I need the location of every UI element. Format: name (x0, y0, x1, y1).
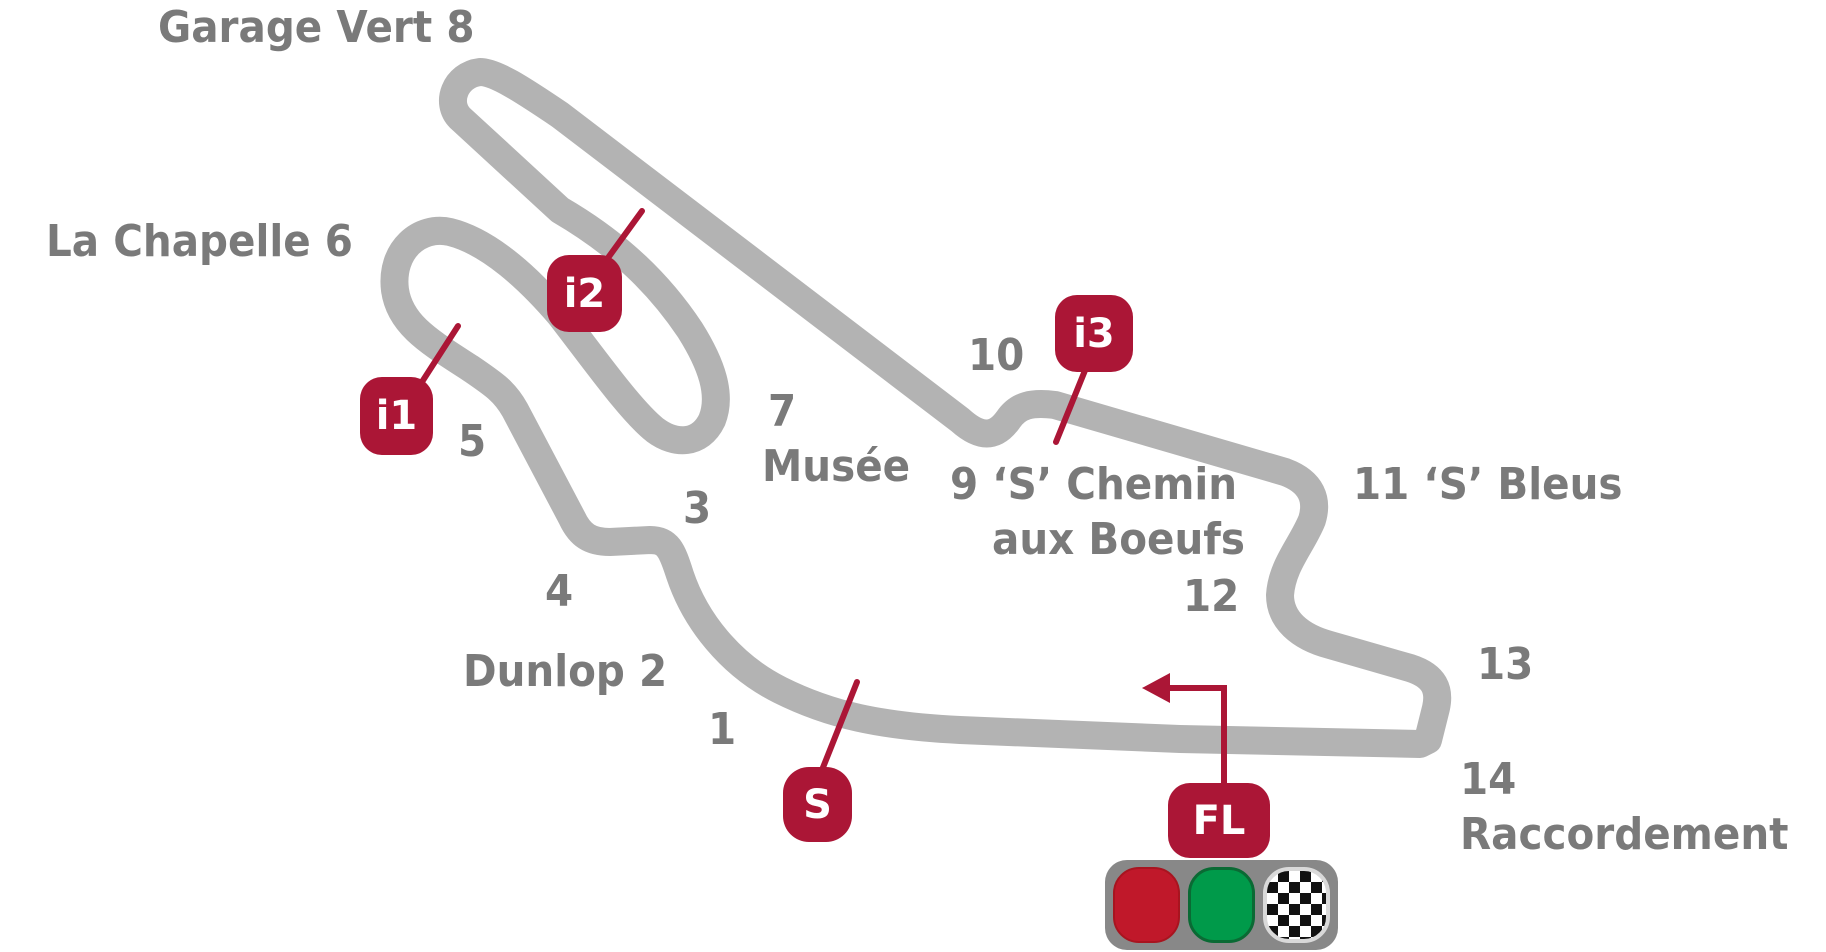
corner-7-label: 7 (768, 386, 797, 437)
corner-11-label: 11 ‘S’ Bleus (1353, 459, 1623, 510)
i1-pointer (417, 323, 461, 388)
corner-6-label: La Chapelle 6 (46, 216, 353, 267)
intermediate-3-marker: i3 (1055, 295, 1133, 372)
finish-line-marker: FL (1168, 783, 1270, 858)
corner-5-label: 5 (458, 416, 487, 467)
corner-10-label: 10 (968, 330, 1025, 381)
corner-9-name-line2: aux Boeufs (992, 514, 1245, 565)
start-lights-legend (1105, 860, 1338, 950)
corner-13-label: 13 (1477, 639, 1534, 690)
start-line-pointer (819, 679, 860, 773)
corner-12-label: 12 (1183, 571, 1240, 622)
corner-14-label: 14 (1460, 754, 1517, 805)
intermediate-1-marker: i1 (360, 377, 433, 455)
corner-14-name: Raccordement (1460, 809, 1789, 860)
track-outline (380, 58, 1452, 758)
finish-line-arrowhead-icon (1142, 673, 1170, 703)
corner-7-name: Musée (762, 441, 911, 492)
green-light-icon (1188, 867, 1255, 943)
i3-pointer (1053, 365, 1089, 445)
red-light-icon (1113, 867, 1180, 943)
intermediate-2-marker: i2 (547, 255, 622, 332)
finish-line-arrow (1162, 685, 1227, 790)
corner-2-label: Dunlop 2 (463, 646, 668, 697)
checkered-flag-icon (1263, 867, 1330, 943)
corner-8-label: Garage Vert 8 (158, 2, 475, 53)
start-marker: S (783, 767, 852, 842)
i2-pointer (602, 208, 645, 265)
corner-3-label: 3 (683, 483, 712, 534)
corner-1-label: 1 (708, 704, 737, 755)
corner-4-label: 4 (545, 566, 574, 617)
corner-9-label: 9 ‘S’ Chemin (950, 459, 1238, 510)
